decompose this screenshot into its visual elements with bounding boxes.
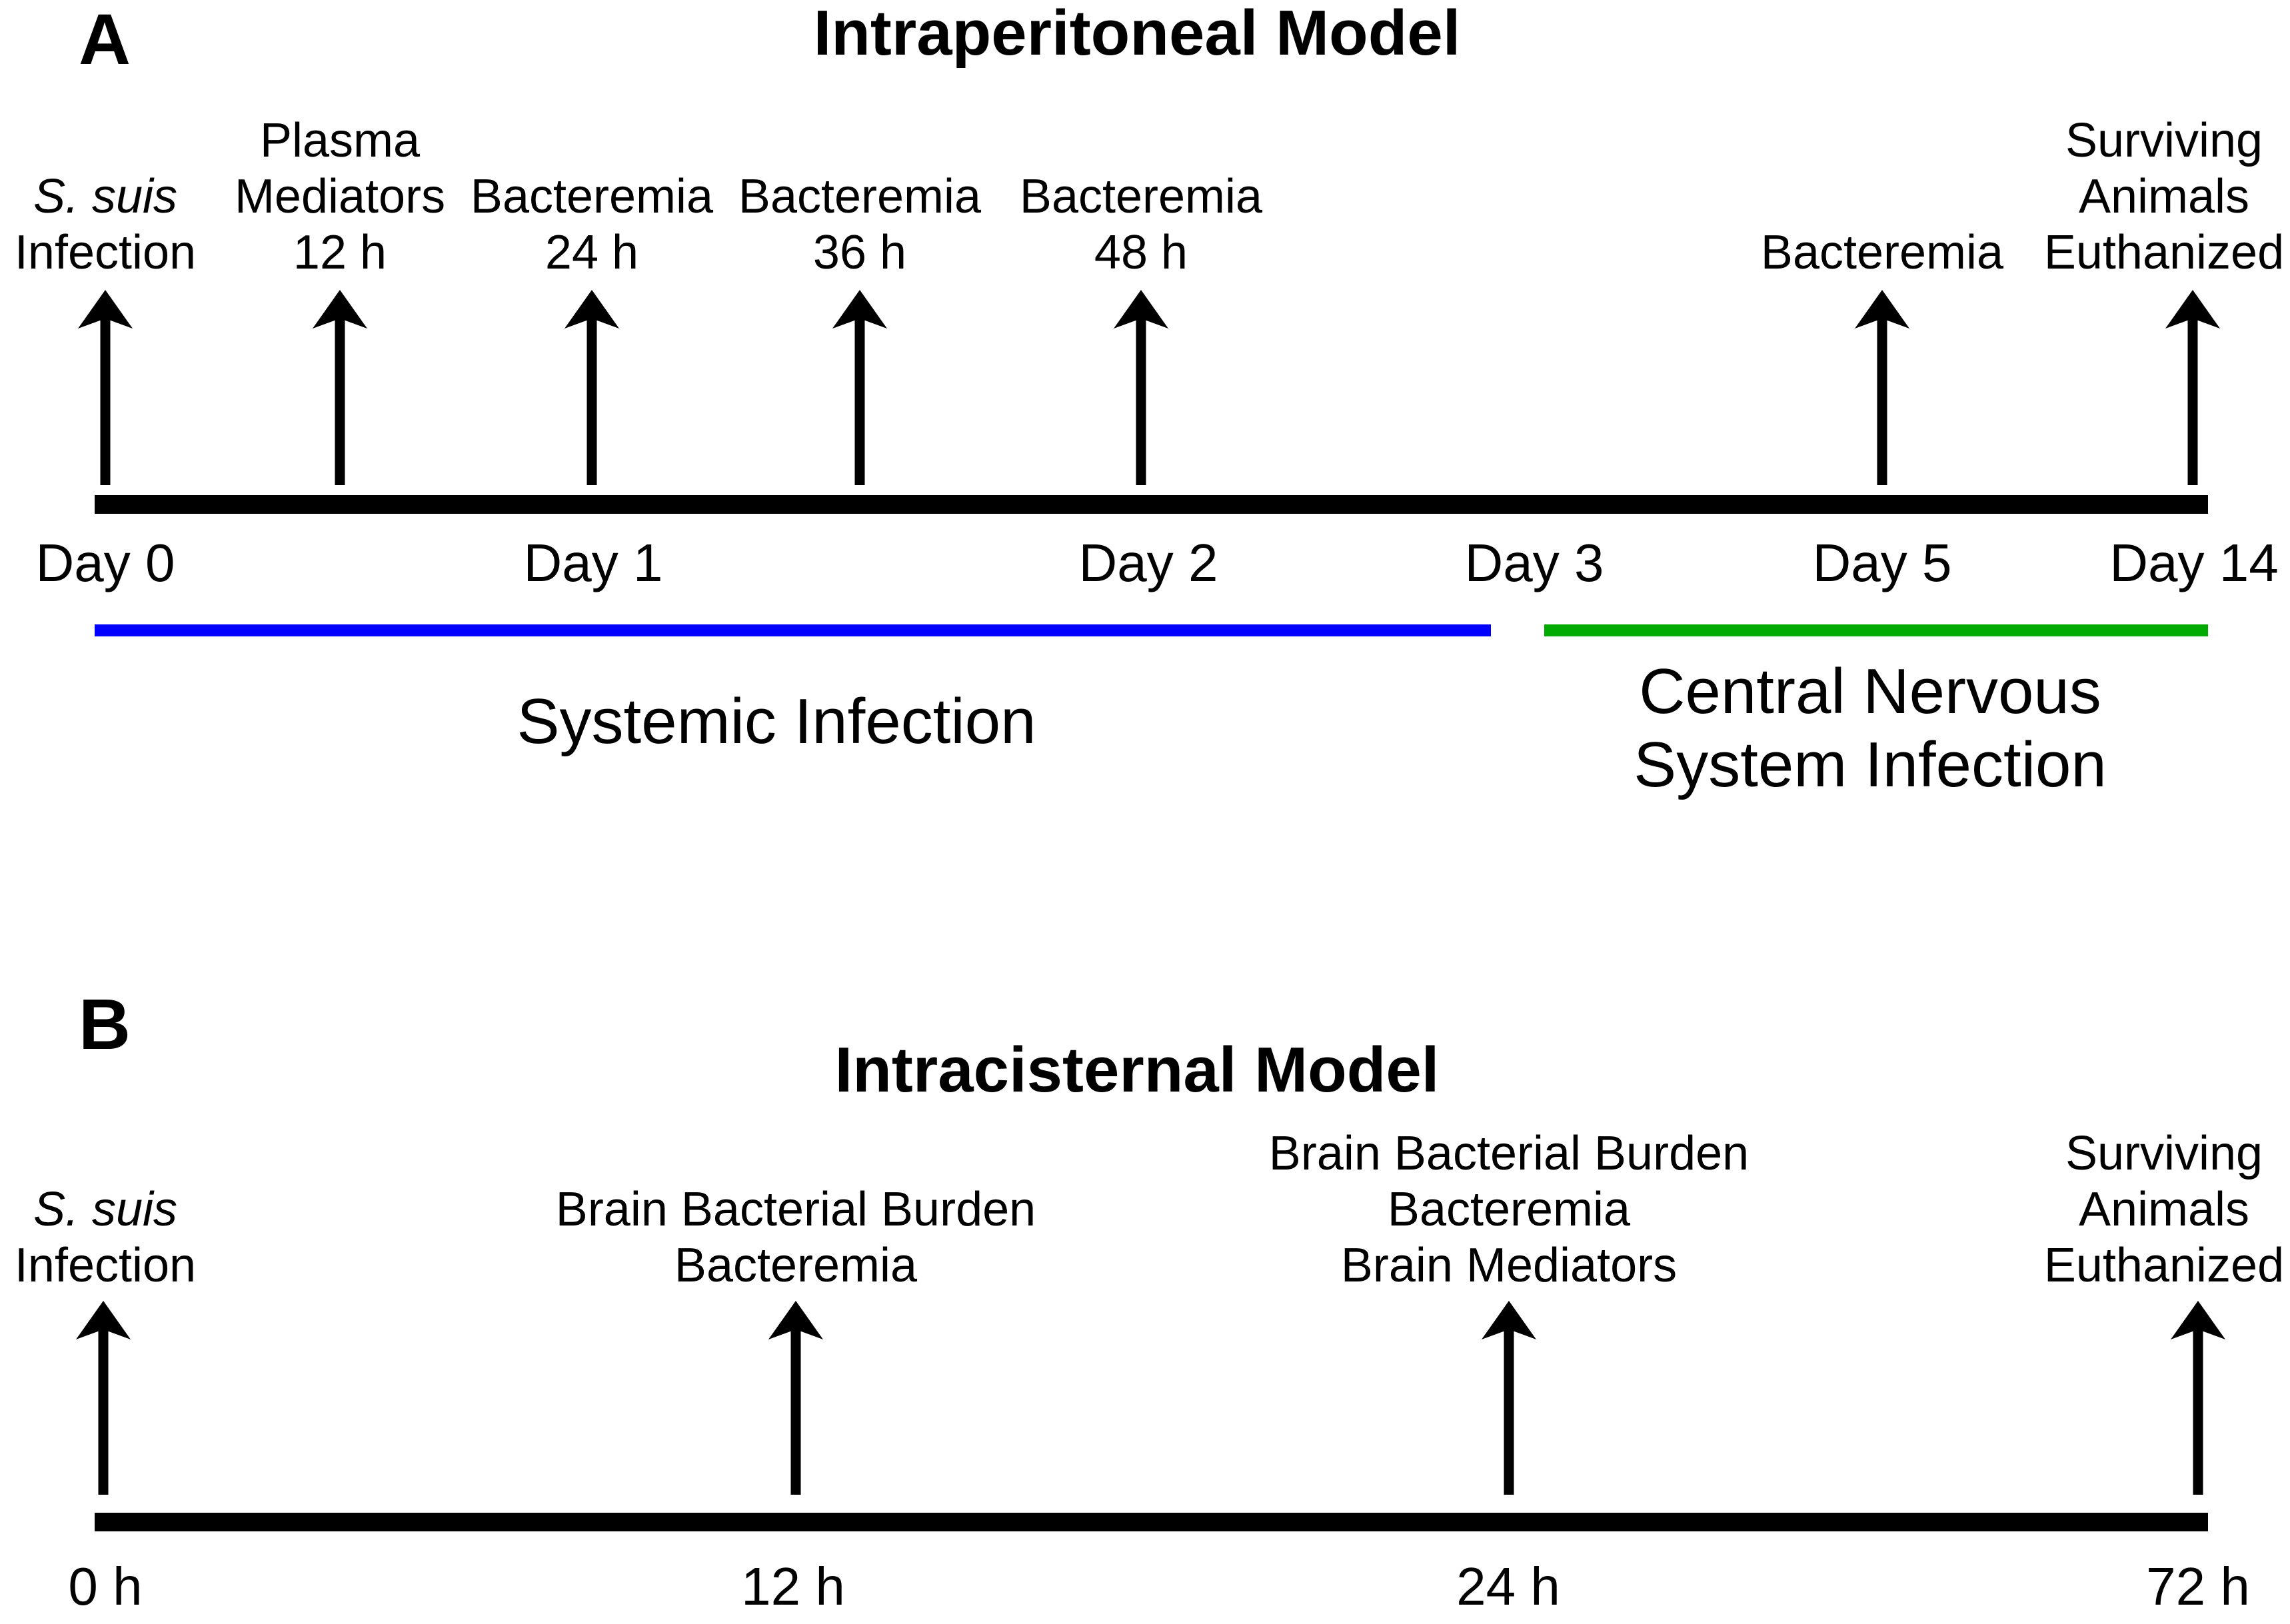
panel-b-letter: B bbox=[79, 984, 131, 1064]
axis-label: Day 2 bbox=[1078, 533, 1218, 592]
phase-label-line: System Infection bbox=[1634, 729, 2107, 800]
event-label-line: 36 h bbox=[812, 226, 907, 279]
event-label-line: Mediators bbox=[234, 170, 446, 223]
up-arrow-icon bbox=[76, 1301, 131, 1495]
phase-label-line: Systemic Infection bbox=[517, 686, 1036, 757]
timeline-bar bbox=[95, 495, 2208, 514]
event-label-line: Bacteremia bbox=[1387, 1183, 1631, 1236]
event-label-line: Bacteremia bbox=[470, 170, 714, 223]
phase-label-line: Central Nervous bbox=[1639, 656, 2101, 727]
up-arrow-icon bbox=[2165, 290, 2220, 485]
event-label-line: Brain Bacterial Burden bbox=[1268, 1127, 1749, 1180]
event-label-line: 12 h bbox=[293, 226, 387, 279]
timeline-bar bbox=[95, 1513, 2208, 1531]
axis-label: 0 h bbox=[68, 1557, 143, 1616]
panel-a-title: Intraperitoneal Model bbox=[813, 0, 1461, 69]
event-label-line: Animals bbox=[2078, 170, 2250, 223]
event-label-line: Infection bbox=[14, 1239, 197, 1292]
event-label-line: S. suis bbox=[33, 170, 178, 223]
axis-label: Day 1 bbox=[523, 533, 663, 592]
axis-label: Day 3 bbox=[1464, 533, 1604, 592]
axis-label: Day 14 bbox=[2109, 533, 2279, 592]
axis-label: 72 h bbox=[2146, 1557, 2250, 1616]
axis-label: 12 h bbox=[741, 1557, 845, 1616]
event-label-line: 48 h bbox=[1094, 226, 1188, 279]
event-label-line: Bacteremia bbox=[738, 170, 982, 223]
event-label-line: Surviving bbox=[2065, 114, 2263, 167]
axis-label: Day 5 bbox=[1812, 533, 1952, 592]
event-label-line: Plasma bbox=[259, 114, 421, 167]
up-arrow-icon bbox=[1855, 290, 1909, 485]
event-label-line: Bacteremia bbox=[674, 1239, 918, 1292]
phase-label-systemic-infection: Systemic Infection bbox=[517, 685, 1036, 758]
event-label-line: S. suis bbox=[33, 1183, 178, 1236]
phase-line-central-nervous-system-infection bbox=[1544, 624, 2208, 636]
event-label-line: Bacteremia bbox=[1760, 226, 2004, 279]
event-label-line: Brain Mediators bbox=[1340, 1239, 1678, 1292]
event-label-line: Animals bbox=[2078, 1183, 2250, 1236]
event-label-bacteremia-day5: Bacteremia bbox=[1761, 225, 2003, 281]
up-arrow-icon bbox=[768, 1301, 823, 1495]
event-label-line: 24 h bbox=[545, 226, 639, 279]
up-arrow-icon bbox=[313, 290, 367, 485]
event-label-line: Surviving bbox=[2065, 1127, 2263, 1180]
panel-intraperitoneal: A Intraperitoneal Model bbox=[79, 0, 1461, 79]
axis-label: 24 h bbox=[1456, 1557, 1560, 1616]
up-arrow-icon bbox=[1482, 1301, 1536, 1495]
up-arrow-icon bbox=[832, 290, 887, 485]
up-arrow-icon bbox=[78, 290, 133, 485]
panel-a-letter: A bbox=[79, 0, 131, 79]
panel-b-title: Intracisternal Model bbox=[834, 1034, 1440, 1106]
panel-intracisternal: B Intracisternal Model bbox=[0, 986, 2290, 1624]
event-label-line: Brain Bacterial Burden bbox=[555, 1183, 1036, 1236]
event-label-line: Euthanized bbox=[2043, 1239, 2285, 1292]
up-arrow-icon bbox=[2171, 1301, 2225, 1495]
up-arrow-icon bbox=[1114, 290, 1168, 485]
axis-label: Day 0 bbox=[35, 533, 175, 592]
event-label-line: Euthanized bbox=[2043, 226, 2285, 279]
event-label-line: Infection bbox=[14, 226, 197, 279]
up-arrow-icon bbox=[565, 290, 619, 485]
phase-line-systemic-infection bbox=[95, 624, 1491, 636]
event-label-line: Bacteremia bbox=[1019, 170, 1263, 223]
